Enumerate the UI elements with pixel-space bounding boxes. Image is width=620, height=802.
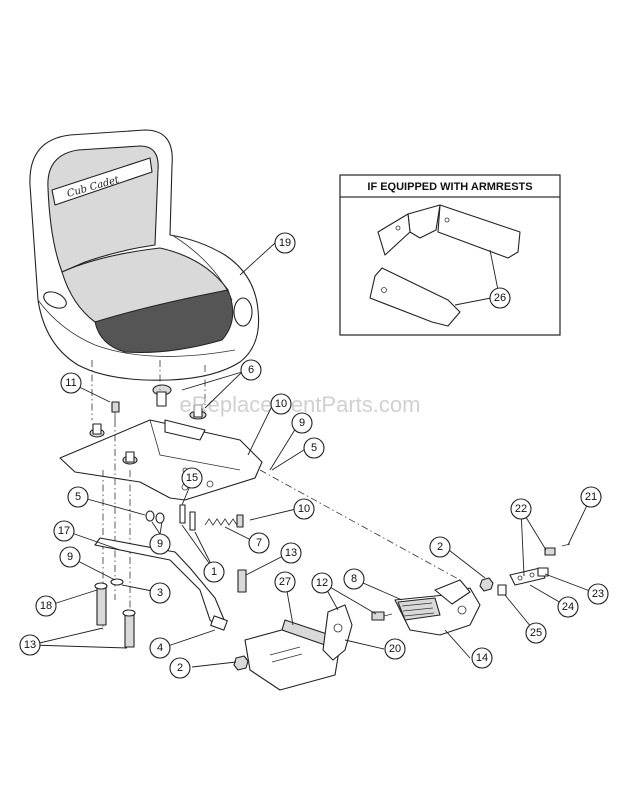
catch-bracket[interactable] <box>394 579 481 636</box>
callout-label: 10 <box>275 398 287 410</box>
pin-15[interactable] <box>179 504 196 531</box>
callout-label: 17 <box>58 525 70 537</box>
adjusting-rod-left[interactable] <box>94 582 108 626</box>
callout-label: 1 <box>211 566 217 578</box>
callout-label: 5 <box>75 491 81 503</box>
armrest-inset: IF EQUIPPED WITH ARMRESTS <box>339 174 561 336</box>
callout-9-upper[interactable]: 9 <box>291 412 313 434</box>
latch-bracket[interactable] <box>244 619 341 691</box>
callout-17[interactable]: 17 <box>53 520 75 542</box>
callout-5-left[interactable]: 5 <box>67 486 89 508</box>
armrest-upper[interactable] <box>377 204 521 259</box>
isolator-mount-front[interactable] <box>122 451 138 465</box>
callout-11[interactable]: 11 <box>60 372 82 394</box>
callout-12[interactable]: 12 <box>311 572 333 594</box>
callout-label: 14 <box>476 652 488 664</box>
locknut-2-lower[interactable] <box>233 655 249 671</box>
callout-label: 9 <box>299 417 305 429</box>
callout-label: 19 <box>279 237 291 249</box>
washer-9-lower[interactable] <box>110 578 124 586</box>
callout-13-lower[interactable]: 13 <box>19 634 41 656</box>
callout-18[interactable]: 18 <box>35 595 57 617</box>
bolt-10[interactable] <box>236 514 244 528</box>
switch-assembly[interactable] <box>497 543 571 596</box>
callout-24[interactable]: 24 <box>557 596 579 618</box>
callout-21[interactable]: 21 <box>580 486 602 508</box>
callout-label: 27 <box>279 576 291 588</box>
callout-label: 8 <box>351 573 357 585</box>
callout-26[interactable]: 26 <box>489 287 511 309</box>
callout-9-lower[interactable]: 9 <box>59 546 81 568</box>
callout-label: 23 <box>592 588 604 600</box>
callout-label: 4 <box>157 642 163 654</box>
isolator-mount-left[interactable] <box>89 423 105 438</box>
callout-label: 25 <box>530 627 542 639</box>
callout-22[interactable]: 22 <box>510 498 532 520</box>
callout-label: 26 <box>494 292 506 304</box>
callout-label: 9 <box>157 538 163 550</box>
callout-label: 10 <box>298 503 310 515</box>
callout-label: 9 <box>67 551 73 563</box>
callout-1[interactable]: 1 <box>203 561 225 583</box>
callout-25[interactable]: 25 <box>525 622 547 644</box>
callout-label: 2 <box>177 662 183 674</box>
callout-6[interactable]: 6 <box>240 359 262 381</box>
inset-title: IF EQUIPPED WITH ARMRESTS <box>367 181 532 193</box>
callout-3[interactable]: 3 <box>149 582 171 604</box>
callout-14[interactable]: 14 <box>471 647 493 669</box>
callout-label: 5 <box>311 442 317 454</box>
callout-label: 11 <box>65 377 76 389</box>
callout-2-right[interactable]: 2 <box>429 536 451 558</box>
spring-7[interactable] <box>204 518 238 526</box>
callout-label: 15 <box>186 472 198 484</box>
callout-label: 24 <box>562 601 574 613</box>
callout-13-upper[interactable]: 13 <box>280 542 302 564</box>
callout-10-lower[interactable]: 10 <box>293 498 315 520</box>
callout-15[interactable]: 15 <box>181 467 203 489</box>
handle-20[interactable] <box>322 604 353 661</box>
callout-label: 22 <box>515 503 527 515</box>
washer-5[interactable] <box>145 510 165 524</box>
callout-4[interactable]: 4 <box>149 637 171 659</box>
callout-label: 6 <box>248 364 254 376</box>
bolt-13-upper[interactable] <box>237 569 247 593</box>
callout-5-upper[interactable]: 5 <box>303 437 325 459</box>
seat-pan[interactable] <box>59 419 263 501</box>
callout-27[interactable]: 27 <box>274 571 296 593</box>
callout-label: 7 <box>256 537 262 549</box>
callout-label: 13 <box>285 547 297 559</box>
armrest-lower[interactable] <box>369 267 461 327</box>
adjusting-rod-right[interactable] <box>122 609 136 648</box>
bolt-11[interactable] <box>111 401 120 420</box>
callout-label: 13 <box>24 639 36 651</box>
callout-label: 21 <box>585 491 597 503</box>
seat-assembly[interactable]: Cub Cadet <box>29 129 260 381</box>
callout-label: 18 <box>40 600 52 612</box>
callout-label: 20 <box>389 643 401 655</box>
callout-9-middle[interactable]: 9 <box>149 533 171 555</box>
callout-19[interactable]: 19 <box>274 232 296 254</box>
callout-label: 12 <box>316 577 328 589</box>
callout-8[interactable]: 8 <box>343 568 365 590</box>
slide-rail[interactable] <box>94 537 228 631</box>
callout-label: 2 <box>437 541 443 553</box>
callout-10-upper[interactable]: 10 <box>270 393 292 415</box>
callout-2-lower[interactable]: 2 <box>169 657 191 679</box>
callout-20[interactable]: 20 <box>384 638 406 660</box>
isolator-mount-top[interactable] <box>152 384 172 407</box>
callout-label: 3 <box>157 587 163 599</box>
callout-23[interactable]: 23 <box>587 583 609 605</box>
locknut-2-right[interactable] <box>479 577 494 592</box>
callout-7[interactable]: 7 <box>248 532 270 554</box>
isolator-mount-rear[interactable] <box>189 404 207 420</box>
bolt-12[interactable] <box>371 611 393 621</box>
